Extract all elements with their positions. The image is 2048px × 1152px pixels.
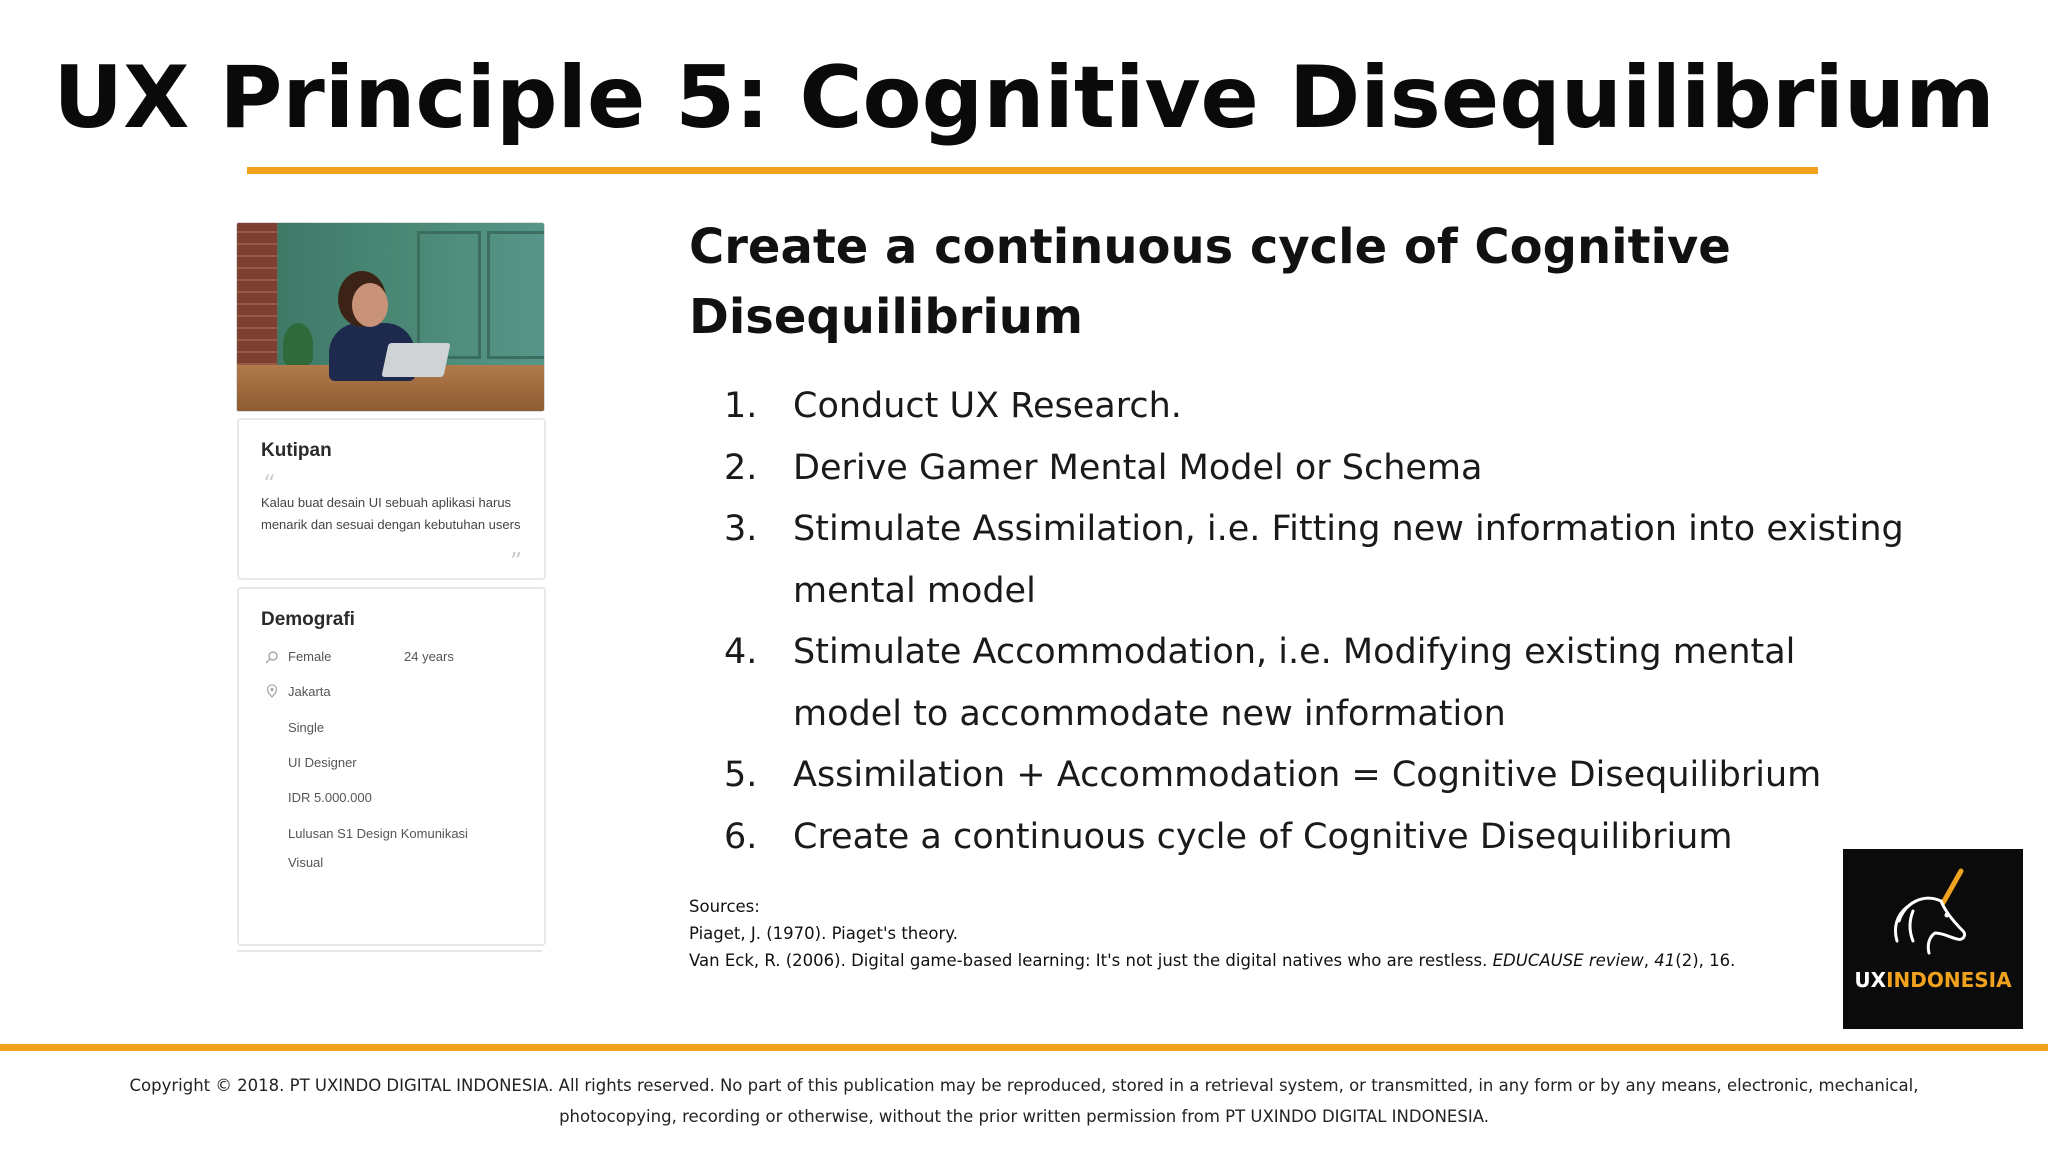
title-underline [247, 167, 1818, 174]
education-value-line2: Visual [288, 855, 324, 870]
slide-title: UX Principle 5: Cognitive Disequilibrium [53, 48, 1995, 148]
unicorn-icon [1893, 868, 1967, 955]
income-value: IDR 5.000.000 [288, 790, 372, 805]
list-item: 3. Stimulate Assimilation, i.e. Fitting n… [689, 499, 1909, 622]
logo-wordmark: UXINDONESIA [1854, 968, 2012, 992]
sources-block: Sources: Piaget, J. (1970). Piaget's the… [689, 893, 1735, 974]
card-divider [237, 950, 542, 952]
sources-label: Sources: [689, 897, 760, 916]
step-text: Create a continuous cycle of Cognitive D… [793, 816, 1733, 857]
demographics-card: Demografi Female 24 years Jakarta Single… [237, 587, 546, 946]
location-pin-icon [266, 684, 278, 698]
step-number: 5. [724, 755, 758, 795]
list-item: 5. Assimilation + Accommodation = Cogniti… [689, 745, 1909, 807]
footer-rule [0, 1044, 2048, 1051]
step-number: 4. [724, 632, 758, 672]
step-text: Derive Gamer Mental Model or Schema [793, 447, 1483, 488]
step-number: 3. [724, 509, 758, 549]
subtitle-line-1: Create a continuous cycle of Cognitive [689, 219, 1731, 275]
quote-heading: Kutipan [261, 440, 332, 461]
steps-list: 1. Conduct UX Research. 2. Derive Gamer Me… [689, 376, 1909, 868]
age-value: 24 years [404, 649, 454, 664]
step-number: 2. [724, 447, 758, 488]
source-reference-2: Van Eck, R. (2006). Digital game-based l… [689, 951, 1736, 970]
subtitle-line-2: Disequilibrium [689, 289, 1083, 345]
step-number: 1. [724, 386, 758, 426]
footer-line-1: Copyright © 2018. PT UXINDO DIGITAL INDO… [129, 1076, 1919, 1095]
source-reference-1: Piaget, J. (1970). Piaget's theory. [689, 924, 958, 943]
close-quote-icon: ” [509, 548, 522, 576]
section-subtitle: Create a continuous cycle of Cognitive D… [689, 212, 1839, 352]
location-value: Jakarta [288, 684, 331, 699]
footer-line-2: photocopying, recording or otherwise, wi… [559, 1107, 1489, 1126]
list-item: 4. Stimulate Accommodation, i.e. Modifyin… [689, 622, 1909, 745]
open-quote-icon: “ [263, 470, 276, 498]
step-text: Assimilation + Accommodation = Cognitive… [793, 755, 1822, 795]
step-text: Stimulate Accommodation, i.e. Modifying … [793, 632, 1796, 734]
demographics-heading: Demografi [261, 609, 355, 630]
step-number: 6. [724, 816, 758, 857]
education-value-line1: Lulusan S1 Design Komunikasi [288, 826, 468, 841]
step-text: Conduct UX Research. [793, 386, 1182, 426]
status-value: Single [288, 720, 325, 735]
uxindonesia-logo: UXINDONESIA [1843, 849, 2023, 1029]
job-value: UI Designer [288, 755, 357, 770]
persona-photo [236, 222, 545, 412]
search-icon [265, 651, 278, 664]
quote-text: Kalau buat desain UI sebuah aplikasi har… [261, 495, 521, 532]
copyright-footer: Copyright © 2018. PT UXINDO DIGITAL INDO… [100, 1070, 1948, 1132]
step-text: Stimulate Assimilation, i.e. Fitting new… [793, 509, 1904, 611]
quote-card: Kutipan “ Kalau buat desain UI sebuah ap… [237, 418, 546, 580]
list-item: 2. Derive Gamer Mental Model or Schema [689, 438, 1909, 500]
list-item: 6. Create a continuous cycle of Cognitive… [689, 807, 1909, 869]
list-item: 1. Conduct UX Research. [689, 376, 1909, 438]
gender-value: Female [288, 649, 332, 664]
